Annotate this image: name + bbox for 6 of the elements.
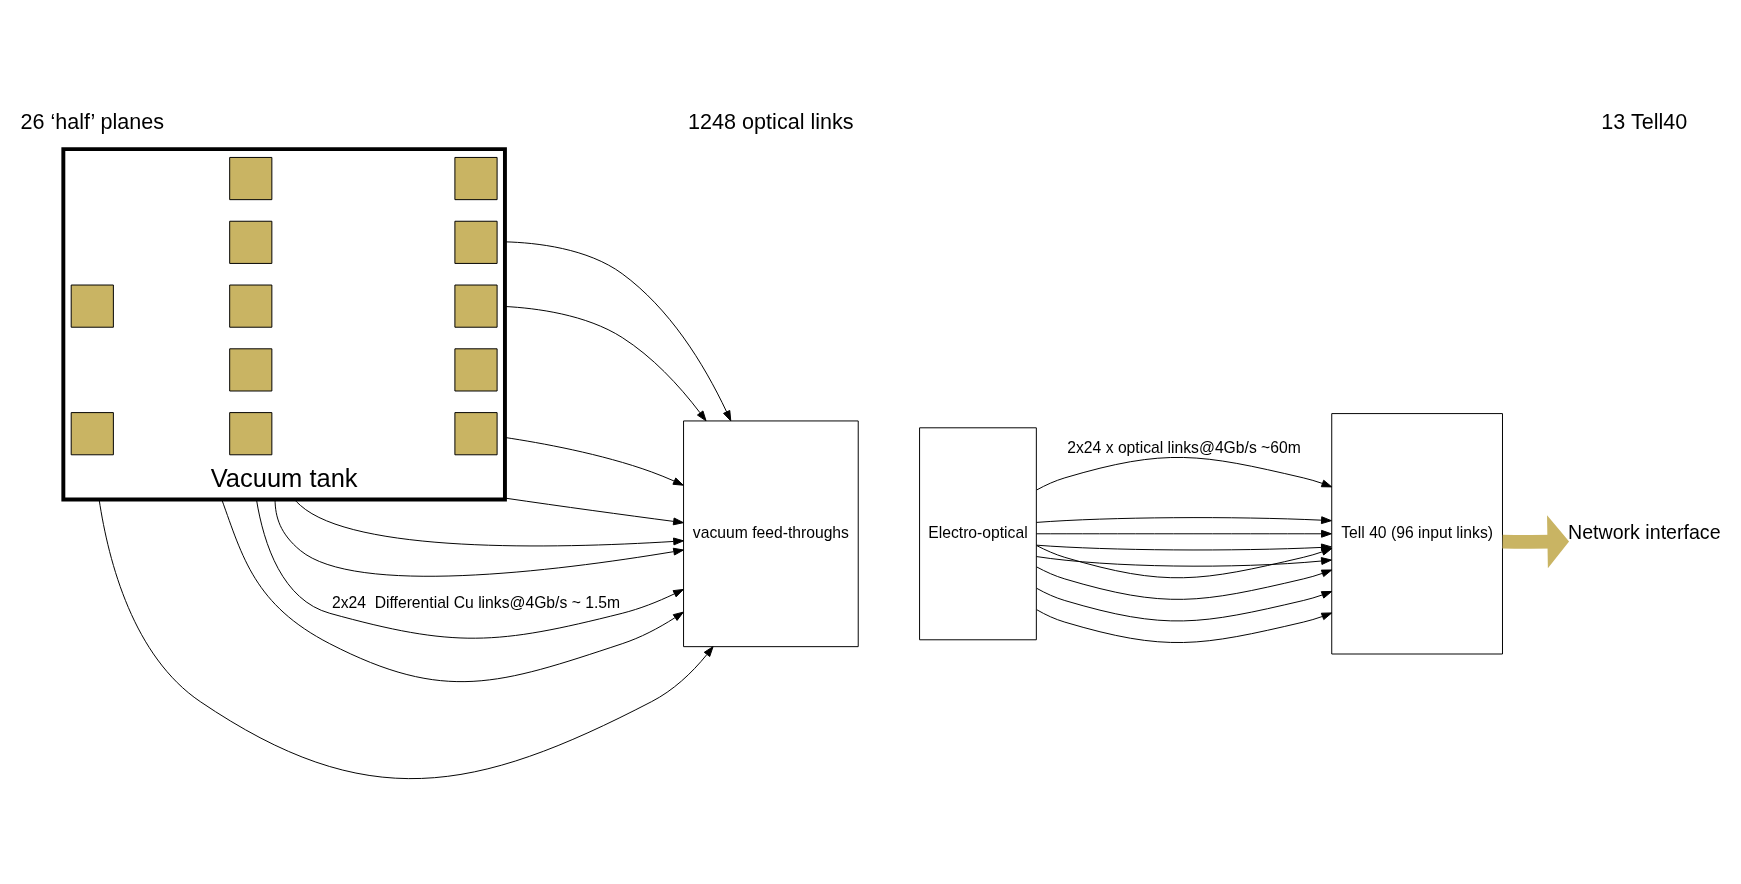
label: 13 Tell40 [1601,108,1688,134]
edge-label: 2x24 x optical links@4Gb/s ~60m [1067,438,1301,456]
edge-label: 2x24 Differential Cu links@4Gb/s ~ 1.5m [331,593,621,611]
node-text: Network interface [1568,520,1721,543]
label: 26 ‘half’ planes [20,108,165,134]
label: 1248 optical links [688,108,854,134]
